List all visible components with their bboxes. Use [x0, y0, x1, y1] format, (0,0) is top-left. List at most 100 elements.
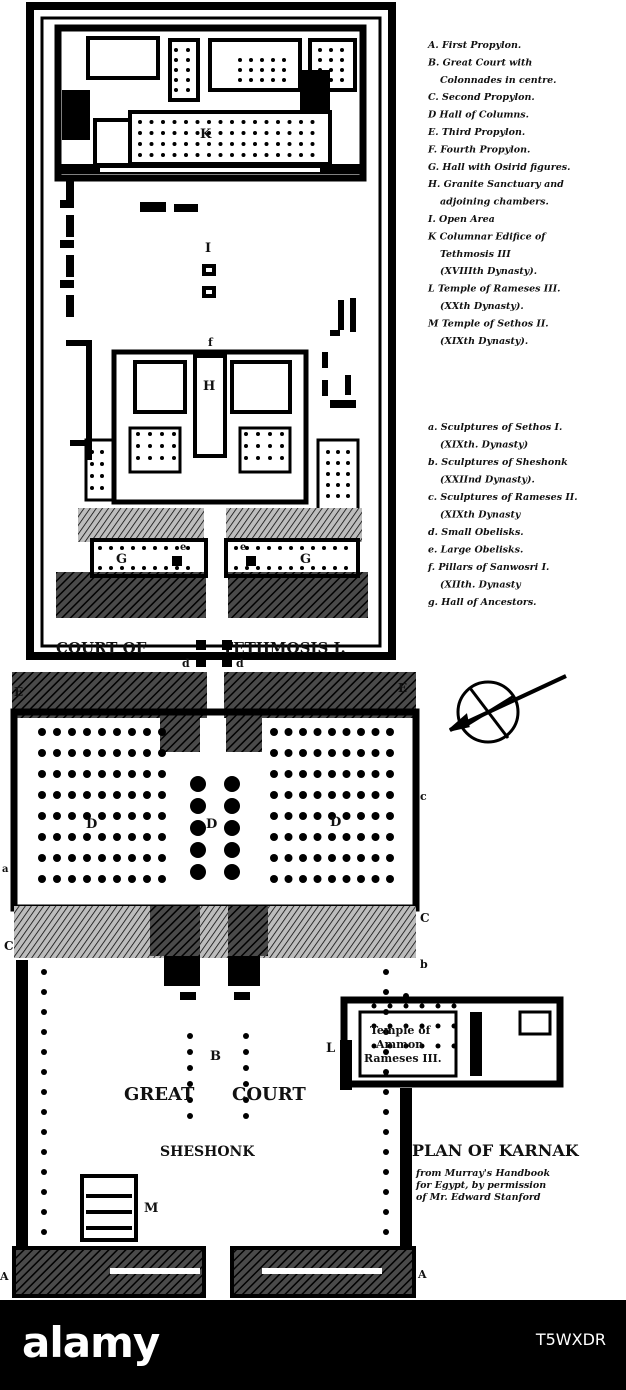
column-dot [280, 432, 284, 436]
legend-entry-sub-5: (XIXth Dynasty [440, 510, 522, 521]
pillar-dot [153, 566, 157, 570]
column-dot [244, 432, 248, 436]
column-dot [148, 432, 152, 436]
large-column [190, 776, 206, 792]
column-dot [98, 875, 106, 883]
colonnade-dot [243, 1081, 249, 1087]
label-court: COURT [232, 1084, 306, 1105]
stock-footer-bar: alamy T5WXDR [0, 1300, 626, 1390]
column-dot [90, 450, 94, 454]
column-dot [128, 875, 136, 883]
legend-upper: A. First Propylon.B. Great Court withCol… [427, 40, 570, 347]
legend-entry-sub-8: f. Pillars of Sanwosri I. [427, 562, 549, 573]
credit-line-0: from Murray's Handbook [415, 1168, 550, 1179]
column-dot [326, 472, 330, 476]
marker-k: K [200, 127, 212, 142]
granite-sanctuary-h [84, 349, 360, 512]
column-dot [98, 812, 106, 820]
pillar-dot [153, 546, 157, 550]
column-dot [253, 142, 257, 146]
column-dot [342, 875, 351, 883]
legend-entry-sub-9: (XIIth. Dynasty [440, 580, 522, 591]
colonnade-dot [383, 1189, 389, 1195]
column-dot [68, 791, 76, 799]
colonnade-dot [187, 1081, 193, 1087]
pillar-dot [289, 566, 293, 570]
column-dot [386, 728, 394, 736]
temple-column [387, 1043, 393, 1049]
temple-column [419, 1023, 425, 1029]
column-dot [310, 120, 315, 124]
column-dot [276, 142, 280, 146]
column-dot [328, 770, 336, 778]
column-dot [260, 58, 264, 62]
column-dot [346, 461, 350, 465]
column-dot [113, 749, 121, 757]
column-dot [138, 120, 142, 124]
alamy-logo: alamy [22, 1318, 160, 1367]
colonnade-dot [383, 1169, 389, 1175]
left-side-chambers [60, 180, 92, 460]
column-dot [174, 68, 178, 72]
marker-c-left: C [4, 939, 14, 953]
column-dot [282, 58, 286, 62]
pillar-dot [333, 566, 337, 570]
temple-column [435, 1003, 441, 1009]
pillar-dot [109, 566, 113, 570]
colonnade-dot [41, 1049, 47, 1055]
column-dot [299, 120, 303, 124]
pillar-dot [234, 566, 238, 570]
legend-entry-sub-4: c. Sculptures of Rameses II. [428, 492, 578, 503]
column-dot [336, 450, 340, 454]
label-great: GREAT [124, 1084, 195, 1105]
pillar-dot [344, 546, 348, 550]
temple-column [403, 1043, 409, 1049]
marker-d-left: D [86, 817, 97, 832]
column-dot [346, 483, 350, 487]
legend-entry-14: L Temple of Rameses III. [427, 284, 560, 295]
marker-e-left: E [14, 685, 23, 699]
column-dot [270, 812, 278, 820]
pillar-dot [175, 546, 179, 550]
column-dot [158, 749, 166, 757]
column-dot [186, 78, 190, 82]
column-dot [299, 833, 307, 841]
column-dot [256, 444, 260, 448]
column-dot [83, 854, 91, 862]
column-dot [313, 791, 322, 799]
colonnade-dot [187, 1049, 193, 1055]
column-dot [207, 142, 211, 146]
column-dot [386, 854, 394, 862]
column-dot [371, 812, 380, 820]
column-dot [357, 791, 365, 799]
pillar-dot [186, 546, 190, 550]
column-dot [253, 131, 257, 135]
column-dot [386, 749, 394, 757]
temple-column [371, 1003, 377, 1009]
column-dot [260, 78, 264, 82]
first-propylon-a [12, 1246, 416, 1298]
pillar-dot [311, 546, 315, 550]
column-dot [299, 142, 303, 146]
column-dot [326, 483, 330, 487]
column-dot [328, 749, 336, 757]
pillar-dot [142, 566, 146, 570]
temple-column [387, 1023, 393, 1029]
column-dot [310, 153, 315, 157]
column-dot [342, 728, 351, 736]
column-dot [386, 791, 394, 799]
legend-entry-6: F. Fourth Propylon. [427, 144, 530, 155]
column-dot [342, 854, 351, 862]
column-dot [249, 78, 253, 82]
column-dot [113, 812, 121, 820]
column-dot [174, 78, 178, 82]
marker-i: I [205, 241, 211, 256]
pillar-dot [234, 546, 238, 550]
marker-d-small-right: d [236, 657, 244, 670]
marker-b: B [210, 1049, 221, 1064]
column-dot [218, 153, 223, 157]
column-dot [270, 749, 278, 757]
colonnade-dot [383, 989, 389, 995]
column-dot [172, 131, 177, 135]
column-dot [68, 728, 76, 736]
